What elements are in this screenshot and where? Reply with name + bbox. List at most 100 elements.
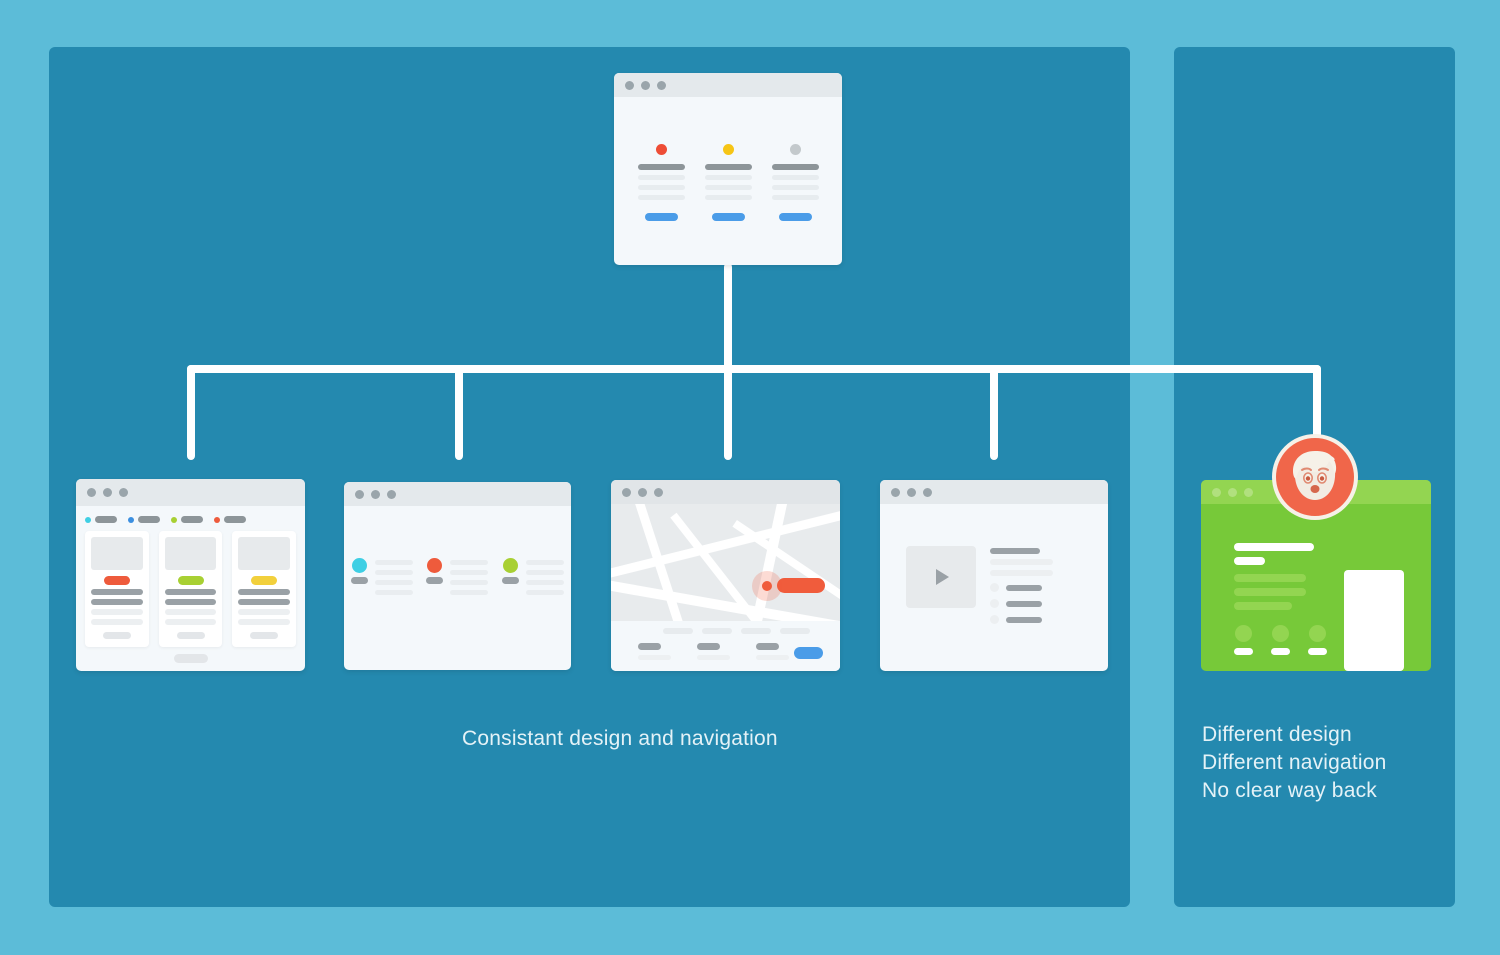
- play-icon[interactable]: [936, 569, 949, 585]
- green-circle-icon: [1272, 625, 1289, 642]
- video-layout: [880, 504, 1108, 624]
- playlist-item[interactable]: [990, 615, 1108, 624]
- feature-heading-bar: [771, 164, 819, 170]
- green-icon-item[interactable]: [1271, 625, 1290, 655]
- window-content: [614, 97, 842, 265]
- feature-entry[interactable]: [502, 558, 565, 600]
- video-player[interactable]: [906, 546, 976, 608]
- connector-horizontal-bus: [187, 365, 1321, 373]
- feature-circle-icon: [427, 558, 443, 573]
- window-maximize-icon[interactable]: [923, 487, 932, 497]
- playlist-bullet-icon: [990, 615, 999, 624]
- map-detail-item: [638, 643, 671, 660]
- window-minimize-icon[interactable]: [103, 488, 112, 497]
- product-card[interactable]: [232, 531, 297, 647]
- window-close-icon[interactable]: [87, 488, 96, 497]
- breadcrumb-segment[interactable]: [741, 628, 771, 634]
- card-action-button[interactable]: [102, 632, 131, 639]
- map-detail-value: [697, 655, 730, 660]
- map-marker-label[interactable]: [777, 578, 825, 593]
- connector-branch-odd: [1313, 365, 1321, 480]
- window-close-icon[interactable]: [622, 487, 631, 497]
- feature-text-line: [450, 580, 489, 585]
- connector-branch-3: [724, 365, 732, 460]
- window-minimize-icon[interactable]: [641, 80, 650, 90]
- playlist-item[interactable]: [990, 599, 1108, 608]
- feature-circle-icon: [351, 558, 367, 573]
- playlist-bullet-icon: [990, 583, 999, 592]
- window-title-bar: [344, 482, 571, 506]
- breadcrumb-segment[interactable]: [663, 628, 693, 634]
- feature-column[interactable]: [704, 144, 752, 221]
- card-tag-badge: [177, 576, 204, 585]
- nav-dot-icon: [128, 516, 134, 523]
- home-page-window[interactable]: [614, 73, 842, 265]
- card-image-placeholder: [164, 537, 217, 570]
- breadcrumb-segment[interactable]: [702, 628, 732, 634]
- nav-item[interactable]: [171, 516, 203, 523]
- green-icon-item[interactable]: [1308, 625, 1327, 655]
- window-minimize-icon[interactable]: [638, 487, 647, 497]
- card-text-line: [164, 619, 217, 625]
- features-window[interactable]: [344, 482, 571, 670]
- video-window[interactable]: [880, 480, 1108, 671]
- window-maximize-icon[interactable]: [654, 487, 663, 497]
- window-maximize-icon[interactable]: [119, 488, 128, 497]
- window-close-icon[interactable]: [891, 487, 900, 497]
- card-title-bar: [91, 599, 143, 605]
- catalog-window[interactable]: [76, 479, 305, 671]
- nav-item[interactable]: [85, 516, 117, 523]
- map-cta-button[interactable]: [794, 647, 823, 659]
- green-side-panel: [1344, 570, 1404, 671]
- card-title-bar: [238, 599, 291, 605]
- playlist-label-bar: [1006, 584, 1042, 591]
- left-caption: Consistant design and navigation: [462, 727, 778, 750]
- nav-item[interactable]: [128, 516, 160, 523]
- window-maximize-icon[interactable]: [387, 489, 396, 499]
- map-window[interactable]: [611, 480, 840, 671]
- connector-branch-4: [990, 365, 998, 460]
- feature-dot-icon: [655, 144, 667, 155]
- green-circle-icon: [1235, 625, 1252, 642]
- consistent-experience-panel: [49, 47, 1130, 907]
- window-minimize-icon[interactable]: [371, 489, 380, 499]
- product-card[interactable]: [158, 531, 223, 647]
- feature-text-line: [637, 185, 685, 190]
- feature-cta-button[interactable]: [711, 213, 745, 221]
- playlist-item[interactable]: [990, 583, 1108, 592]
- nav-dot-icon: [171, 516, 177, 523]
- feature-columns: [614, 97, 842, 221]
- load-more-button[interactable]: [173, 654, 208, 663]
- playlist-label-bar: [1006, 616, 1042, 623]
- card-action-button[interactable]: [176, 632, 205, 639]
- connector-branch-1: [187, 365, 195, 460]
- window-minimize-icon[interactable]: [907, 487, 916, 497]
- product-card[interactable]: [85, 531, 149, 647]
- nav-item[interactable]: [214, 516, 246, 523]
- confused-user-avatar: [1272, 434, 1358, 520]
- window-maximize-icon[interactable]: [657, 80, 666, 90]
- window-close-icon[interactable]: [355, 489, 364, 499]
- feature-cta-button[interactable]: [644, 213, 678, 221]
- feature-column[interactable]: [637, 144, 685, 221]
- feature-entry[interactable]: [350, 558, 413, 600]
- card-text-line: [91, 609, 143, 615]
- map-pin-icon[interactable]: [762, 581, 772, 591]
- window-close-icon[interactable]: [1212, 487, 1221, 497]
- nav-label-bar: [95, 516, 117, 523]
- green-text-line: [1234, 602, 1292, 610]
- feature-column[interactable]: [771, 144, 819, 221]
- map-detail-row: [611, 634, 840, 660]
- window-close-icon[interactable]: [625, 80, 634, 90]
- window-title-bar: [611, 480, 840, 504]
- map-canvas[interactable]: [611, 504, 840, 671]
- window-minimize-icon[interactable]: [1228, 487, 1237, 497]
- feature-entry[interactable]: [426, 558, 489, 600]
- map-road: [732, 519, 840, 617]
- playlist-label-bar: [1006, 600, 1042, 607]
- window-maximize-icon[interactable]: [1244, 487, 1253, 497]
- feature-cta-button[interactable]: [778, 213, 812, 221]
- green-icon-item[interactable]: [1234, 625, 1253, 655]
- breadcrumb-segment[interactable]: [780, 628, 810, 634]
- card-action-button[interactable]: [250, 632, 279, 639]
